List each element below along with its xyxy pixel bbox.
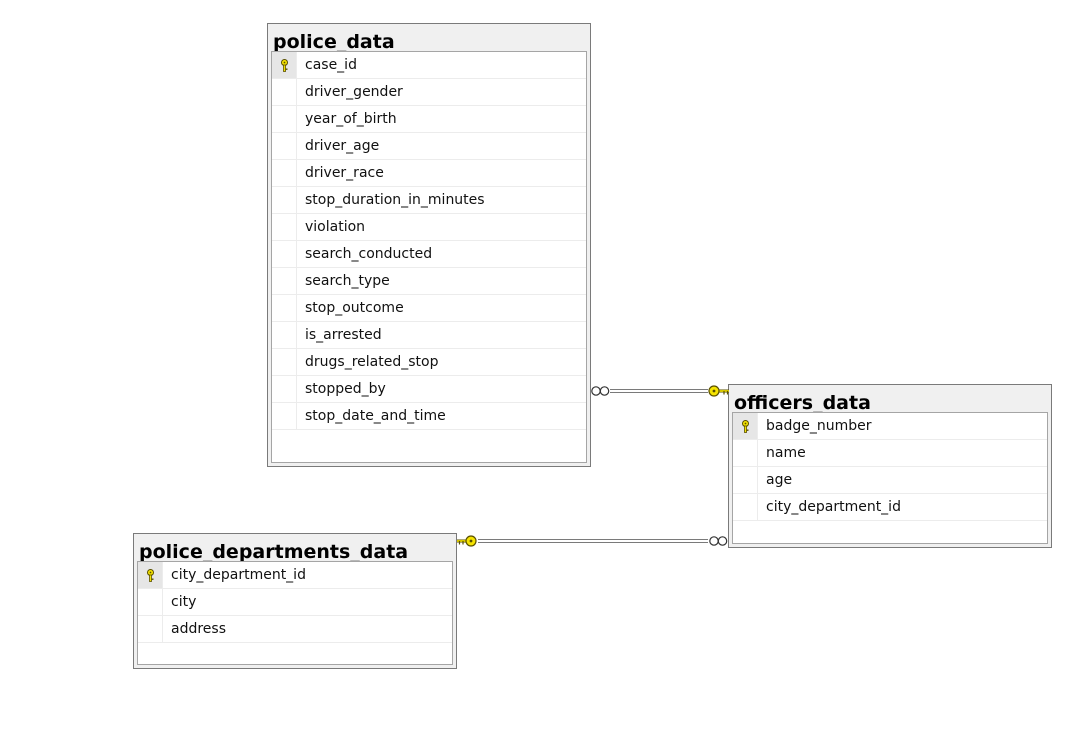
row-selector[interactable]	[272, 133, 297, 159]
row-selector[interactable]	[272, 295, 297, 321]
row-selector[interactable]	[272, 52, 297, 78]
column-row[interactable]: search_conducted	[272, 241, 586, 268]
column-name: badge_number	[766, 418, 872, 434]
column-name: name	[766, 445, 806, 461]
row-selector[interactable]	[272, 322, 297, 348]
row-selector[interactable]	[272, 349, 297, 375]
row-selector[interactable]	[272, 403, 297, 429]
table-title: officers_data	[734, 392, 871, 414]
column-name: case_id	[305, 57, 357, 73]
column-name: violation	[305, 219, 366, 235]
column-row[interactable]: search_type	[272, 268, 586, 295]
row-selector[interactable]	[272, 160, 297, 186]
column-row[interactable]: name	[733, 440, 1047, 467]
primary-key-icon	[147, 569, 154, 582]
column-name: driver_age	[305, 138, 380, 154]
column-row[interactable]: city_department_id	[733, 494, 1047, 521]
primary-key-icon	[742, 420, 749, 433]
table-police-data[interactable]: police_data case_id driver_gender year_of_…	[267, 23, 591, 467]
column-row[interactable]: address	[138, 616, 452, 643]
column-row[interactable]: driver_age	[272, 133, 586, 160]
row-selector[interactable]	[138, 589, 163, 615]
column-name: is_arrested	[305, 327, 382, 343]
row-selector[interactable]	[272, 106, 297, 132]
row-selector[interactable]	[272, 268, 297, 294]
row-selector[interactable]	[733, 467, 758, 493]
relationship-police-data-officers-data[interactable]	[591, 385, 729, 397]
column-name: city_department_id	[171, 567, 306, 583]
table-title: police_data	[273, 31, 395, 53]
column-name: search_conducted	[305, 246, 433, 262]
column-name: city_department_id	[766, 499, 901, 515]
column-row[interactable]: stop_outcome	[272, 295, 586, 322]
row-selector[interactable]	[272, 187, 297, 213]
table-title: police_departments_data	[139, 541, 409, 563]
column-name: age	[766, 472, 793, 488]
many-end-infinity-icon	[591, 386, 610, 396]
column-row[interactable]: driver_gender	[272, 79, 586, 106]
row-selector[interactable]	[272, 241, 297, 267]
table-police-departments-data[interactable]: police_departments_data city_department_…	[133, 533, 457, 669]
column-row[interactable]: driver_race	[272, 160, 586, 187]
primary-key-icon	[281, 59, 288, 72]
row-selector[interactable]	[272, 376, 297, 402]
column-row[interactable]: stopped_by	[272, 376, 586, 403]
column-row[interactable]: case_id	[272, 52, 586, 79]
row-selector[interactable]	[138, 616, 163, 642]
column-row[interactable]: badge_number	[733, 413, 1047, 440]
column-row[interactable]: stop_duration_in_minutes	[272, 187, 586, 214]
row-selector[interactable]	[272, 214, 297, 240]
column-name: driver_race	[305, 165, 384, 181]
column-name: year_of_birth	[305, 111, 397, 127]
row-selector[interactable]	[733, 440, 758, 466]
column-name: drugs_related_stop	[305, 354, 439, 370]
column-name: stop_outcome	[305, 300, 404, 316]
row-selector[interactable]	[272, 79, 297, 105]
one-end-key-icon	[457, 535, 477, 547]
row-selector[interactable]	[138, 562, 163, 588]
column-row[interactable]: city_department_id	[138, 562, 452, 589]
column-name: search_type	[305, 273, 390, 289]
column-name: stop_duration_in_minutes	[305, 192, 485, 208]
column-row[interactable]: year_of_birth	[272, 106, 586, 133]
relationship-officers-data-police-departments-data[interactable]	[457, 535, 728, 547]
many-end-infinity-icon	[709, 536, 728, 546]
column-row[interactable]: age	[733, 467, 1047, 494]
column-row[interactable]: drugs_related_stop	[272, 349, 586, 376]
column-name: driver_gender	[305, 84, 403, 100]
column-row[interactable]: violation	[272, 214, 586, 241]
one-end-key-icon	[708, 385, 729, 397]
column-name: stop_date_and_time	[305, 408, 446, 424]
table-columns: case_id driver_gender year_of_birth driver_…	[271, 51, 587, 463]
column-name: city	[171, 594, 197, 610]
row-selector[interactable]	[733, 494, 758, 520]
column-row[interactable]: city	[138, 589, 452, 616]
column-row[interactable]: is_arrested	[272, 322, 586, 349]
row-selector[interactable]	[733, 413, 758, 439]
column-name: stopped_by	[305, 381, 386, 397]
column-name: address	[171, 621, 227, 637]
column-row[interactable]: stop_date_and_time	[272, 403, 586, 430]
